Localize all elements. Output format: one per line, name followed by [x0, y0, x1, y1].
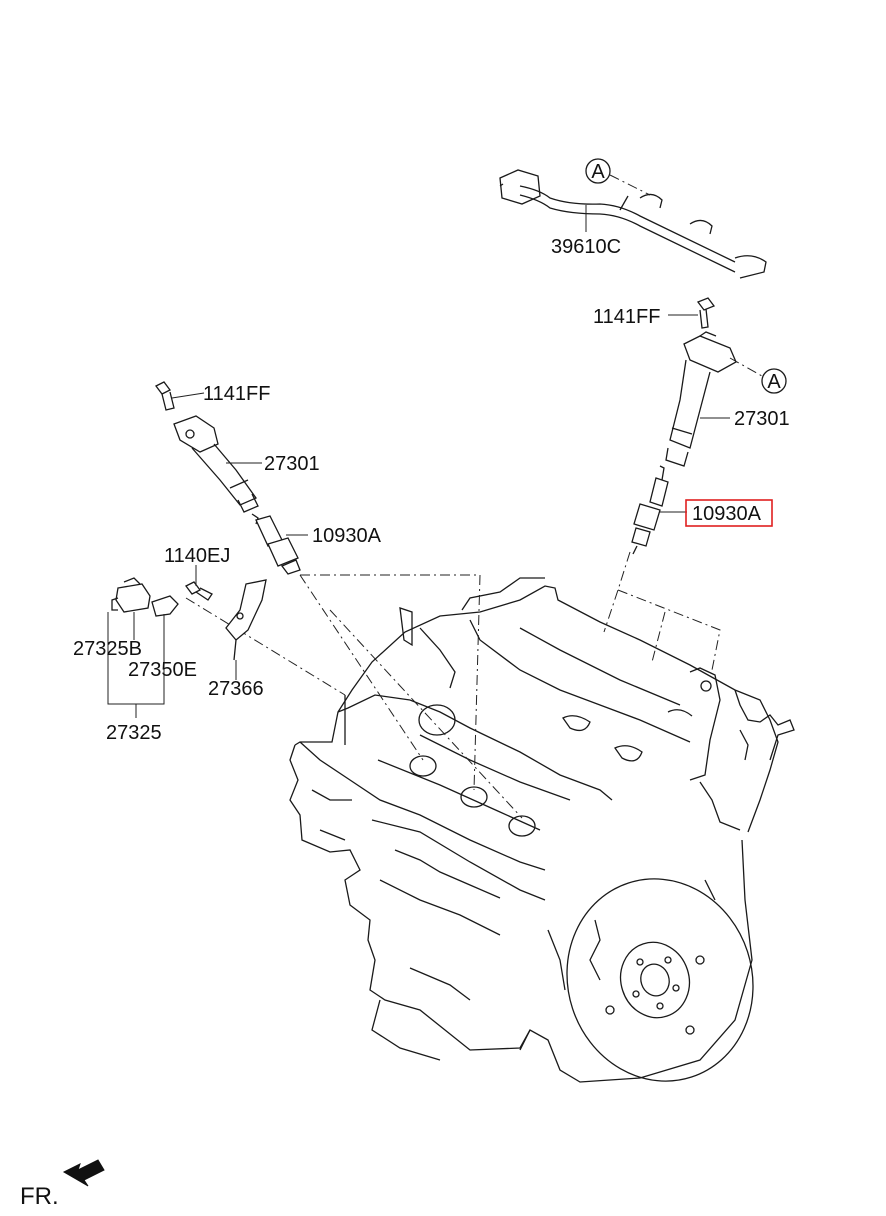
highlight-box	[685, 499, 773, 527]
ref-circle-a-right	[761, 368, 787, 394]
label-bolt-sensor-1140ej[interactable]: 1140EJ	[164, 545, 230, 567]
ref-callout-a-right: A	[729, 357, 787, 394]
spark-plug-right	[631, 465, 669, 555]
label-bolt-right-1141ff[interactable]: 1141FF	[593, 306, 660, 328]
engine-block	[289, 577, 795, 1083]
ref-circle-a-top	[585, 158, 611, 184]
ref-a-right-label: A	[767, 371, 781, 393]
label-sensor-27350e[interactable]: 27350E	[128, 659, 197, 681]
ref-callout-a-top: A	[585, 158, 611, 184]
label-plug-right-10930a[interactable]: 10930A	[692, 503, 762, 525]
spark-plug-left	[251, 513, 301, 575]
label-bolt-left-1141ff[interactable]: 1141FF	[203, 383, 270, 405]
label-coil-right-27301[interactable]: 27301	[734, 408, 790, 430]
label-sensor-assy-27325[interactable]: 27325	[106, 722, 162, 744]
ignition-harness	[499, 169, 767, 279]
front-direction-arrow-icon	[62, 1159, 105, 1187]
label-plug-left-10930a[interactable]: 10930A	[312, 525, 382, 547]
label-sensor-27325b[interactable]: 27325B	[73, 638, 142, 660]
front-direction-indicator: FR.	[20, 1159, 105, 1210]
ignition-coil-left	[155, 381, 259, 513]
front-direction-label: FR.	[20, 1183, 59, 1210]
label-coil-left-27301[interactable]: 27301	[264, 453, 320, 475]
label-harness-39610c[interactable]: 39610C	[551, 236, 621, 258]
ref-a-top-label: A	[591, 161, 605, 183]
leader-lines	[185, 174, 721, 819]
ignition-coil-right	[665, 297, 737, 467]
label-leaders	[133, 205, 730, 680]
label-bracket-27366[interactable]: 27366	[208, 678, 264, 700]
